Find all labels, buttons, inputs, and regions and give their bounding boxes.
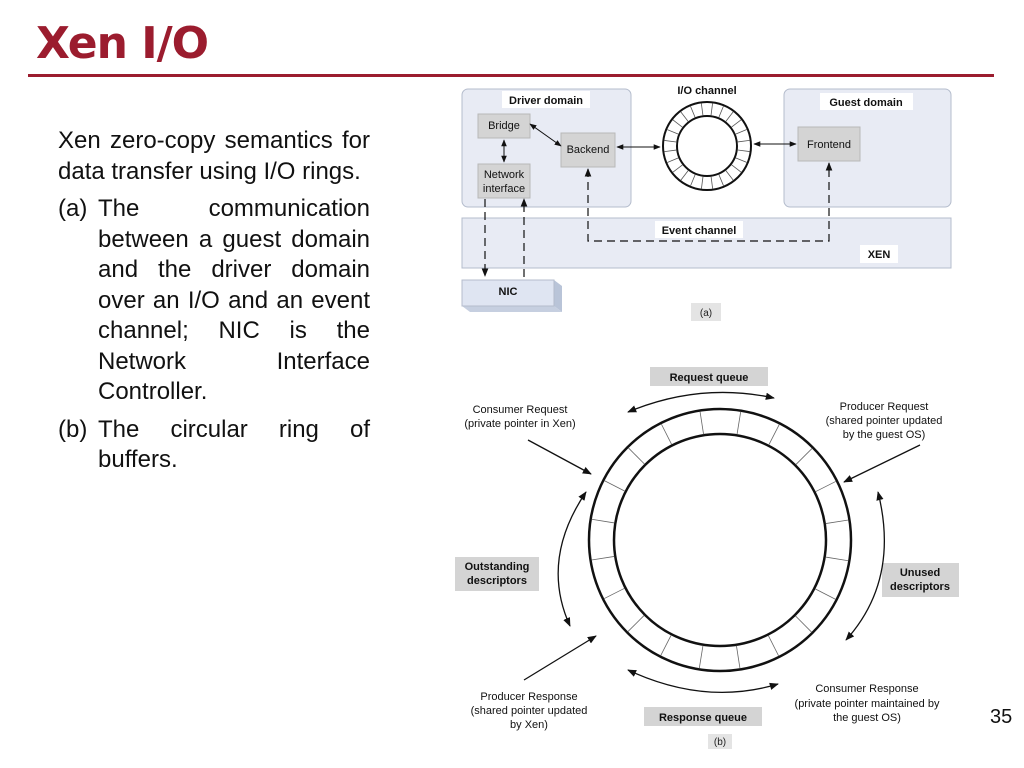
outstanding-descriptors-label-1: Outstanding [465,561,530,573]
ring-segment-divider [591,556,615,561]
ring-segment-divider [604,480,625,492]
io-channel-ring [662,101,752,191]
ring-segment-divider [815,480,837,493]
ring-segment-divider [660,635,672,656]
outstanding-descriptors-label-2: descriptors [467,575,527,587]
producer-request-label-1: Producer Request [840,401,929,413]
ring-segment-divider [735,157,747,163]
ring-segment-divider [795,448,813,465]
producer-response-label-2: (shared pointer updated [471,705,588,717]
ring-segment-divider [767,635,780,657]
title-divider [28,74,994,77]
item-label: (a) [58,195,88,222]
ring-segment-divider [698,645,704,669]
consumer-response-label-3: the guest OS) [833,712,901,724]
ring-segment-divider [591,518,615,524]
consumer-request-label-2: (private pointer in Xen) [464,418,575,430]
guest-domain-label: Guest domain [829,97,903,109]
ring-segment-divider [699,411,704,435]
figure-a-caption: (a) [700,308,712,319]
slide-title: Xen I/O [36,18,209,69]
ring-segment-divider [710,176,714,189]
ring-segment-divider [667,129,679,135]
ring-segment-divider [700,103,704,116]
producer-response-label-3: by Xen) [510,719,548,731]
ring-segment-divider [680,111,689,122]
figure-b: Request queue Response queue Consumer Re… [455,367,959,749]
ring-segment-divider [660,423,673,445]
consumer-response-label-1: Consumer Response [815,683,918,695]
buffer-ring [587,407,853,673]
backend-label: Backend [567,144,610,156]
intro-paragraph: Xen zero-copy semantics for data transfe… [58,127,370,185]
figure-b-caption: (b) [714,737,726,748]
item-text: The circular ring of buffers. [98,415,370,474]
frontend-label: Frontend [807,139,851,151]
network-interface-box [477,163,531,199]
list-item-b: (b) The circular ring of buffers. [58,415,370,476]
ring-segment-divider [628,447,645,465]
response-queue-label: Response queue [659,712,747,724]
ring-segment-divider [664,140,677,143]
ring-segment-divider [737,149,750,152]
item-label: (b) [58,415,88,443]
ring-segment-divider [672,119,683,128]
bridge-label: Bridge [488,120,520,132]
guest-domain-panel [783,88,952,208]
ring-segment-divider [735,129,747,135]
request-queue-label: Request queue [670,372,749,384]
xen-label: XEN [868,249,891,261]
ring-segment-divider [737,139,750,143]
ring-segment-divider [825,556,849,562]
backend-box [560,132,616,168]
slide-body: Xen zero-copy semantics for data transfe… [58,126,370,476]
producer-response-label-1: Producer Response [480,691,577,703]
figure-a: Driver domain Guest domain I/O channel B… [461,85,952,321]
ring-segment-divider [664,149,677,153]
nic-box [461,279,562,312]
ring-segment-divider [701,176,704,189]
consumer-response-label-2: (private pointer maintained by [795,698,940,710]
ring-segment-divider [710,103,713,116]
ring-segment-divider [667,157,679,163]
consumer-request-label-1: Consumer Request [473,404,568,416]
network-interface-label-1: Network [484,169,525,181]
ring-segment-divider [825,519,849,524]
driver-domain-label: Driver domain [509,95,583,107]
ring-segment-divider [736,411,742,435]
nic-label: NIC [499,286,518,298]
io-channel-label: I/O channel [677,85,736,97]
ring-segment-divider [795,615,812,633]
event-channel-label: Event channel [662,225,737,237]
page-number: 35 [990,706,1013,728]
ring-segment-divider [815,588,836,600]
unused-descriptors-label-2: descriptors [890,581,950,593]
frontend-box [797,126,861,162]
ring-segment-divider [725,111,734,122]
ring-segment-divider [603,587,625,600]
ring-segment-divider [736,645,741,669]
ring-segment-divider [627,615,645,632]
ring-segment-divider [718,106,724,118]
list-item-a: (a) The communication between a guest do… [58,194,370,408]
ring-segment-divider [690,106,696,118]
ring-segment-divider [731,119,742,128]
unused-descriptors-label-1: Unused [900,567,940,579]
network-interface-label-2: interface [483,183,525,195]
producer-request-label-2: (shared pointer updated [826,415,943,427]
ring-segment-divider [768,424,780,445]
item-text: The communication between a guest domain… [98,195,370,405]
producer-request-label-3: by the guest OS) [843,429,926,441]
